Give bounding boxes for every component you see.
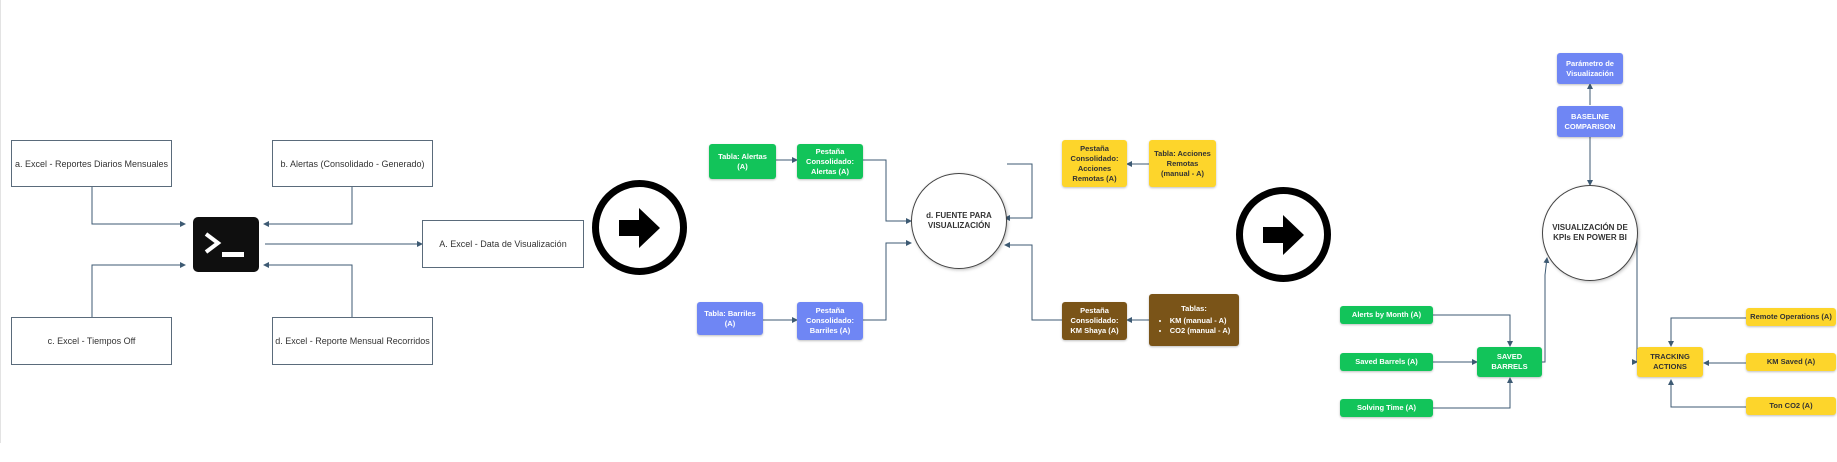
terminal-icon [193,217,259,272]
baseline-comparison: BASELINE COMPARISON [1557,106,1623,137]
output-excel-data-visualizacion: A. Excel - Data de Visualización [422,220,584,268]
source-a-excel-reportes: a. Excel - Reportes Diarios Mensuales [11,140,172,187]
alerts-by-month: Alerts by Month (A) [1340,306,1433,324]
tracking-actions: TRACKING ACTIONS [1637,347,1703,377]
pestana-acciones-remotas: Pestaña Consolidado: Acciones Remotas (A… [1062,140,1127,187]
tablas-km-co2: Tablas: KM (manual - A) CO2 (manual - A) [1149,294,1239,346]
tabla-barriles: Tabla: Barriles (A) [697,302,763,335]
source-d-reporte-recorridos: d. Excel - Reporte Mensual Recorridos [272,317,433,365]
arrow-right-icon [1236,187,1331,282]
list-item: CO2 (manual - A) [1170,326,1231,336]
km-saved: KM Saved (A) [1746,353,1836,371]
remote-operations: Remote Operations (A) [1746,308,1836,326]
hub-fuente-visualizacion: d. FUENTE PARA VISUALIZACIÓN [911,173,1007,269]
saved-barrels: SAVED BARRELS [1477,347,1542,377]
diagram-canvas: a. Excel - Reportes Diarios Mensuales b.… [0,0,1837,443]
parametro-visualizacion: Parámetro de Visualización [1557,53,1623,84]
source-c-tiempos-off: c. Excel - Tiempos Off [11,317,172,365]
solving-time: Solving Time (A) [1340,399,1433,417]
list-item: KM (manual - A) [1170,316,1231,326]
pestana-km-shaya: Pestaña Consolidado: KM Shaya (A) [1062,302,1127,340]
hub-kpis-power-bi: VISUALIZACIÓN DE KPIs EN POWER BI [1542,185,1638,281]
ton-co2: Ton CO2 (A) [1746,397,1836,415]
tablas-list: KM (manual - A) CO2 (manual - A) [1158,316,1231,336]
tabla-acciones-remotas: Tabla: Acciones Remotas (manual - A) [1149,140,1216,187]
pestana-alertas: Pestaña Consolidado: Alertas (A) [797,144,863,179]
saved-barrels-input: Saved Barrels (A) [1340,353,1433,371]
source-b-alertas: b. Alertas (Consolidado - Generado) [272,140,433,187]
tabla-alertas: Tabla: Alertas (A) [709,144,776,179]
arrow-right-icon [592,180,687,275]
pestana-barriles: Pestaña Consolidado: Barriles (A) [797,302,863,340]
